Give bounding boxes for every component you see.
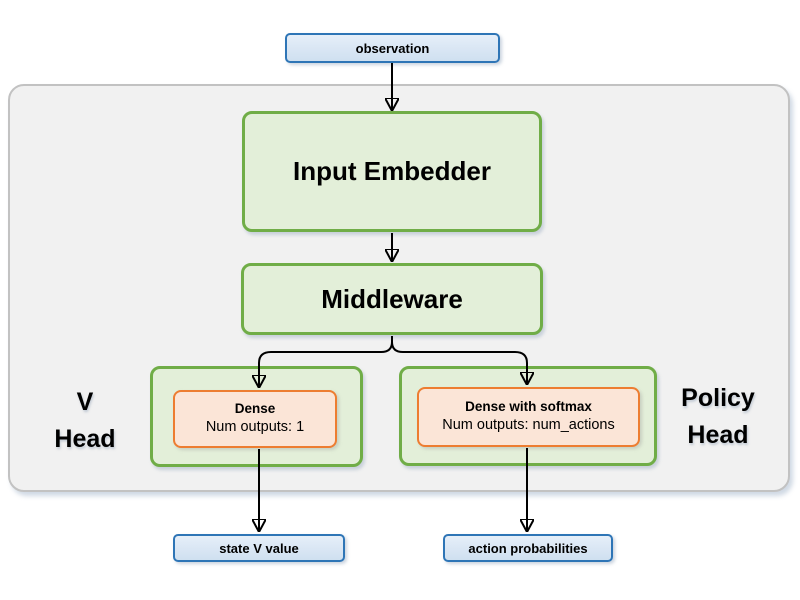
policy-dense-outputs: Num outputs: num_actions [442, 417, 615, 434]
policy-head-label: Policy Head [666, 380, 770, 454]
node-input-embedder: Input Embedder [242, 111, 542, 232]
policy-dense-title: Dense with softmax [465, 399, 592, 415]
v-head-label-line1: V [76, 388, 94, 416]
input-embedder-label: Input Embedder [293, 156, 491, 186]
node-policy-dense: Dense with softmax Num outputs: num_acti… [417, 387, 640, 447]
policy-head-label-line2: Head [687, 421, 749, 449]
middleware-label: Middleware [321, 283, 463, 314]
policy-head-label-line1: Policy [681, 384, 755, 412]
node-v-dense: Dense Num outputs: 1 [173, 390, 337, 448]
node-state-v-value: state V value [173, 534, 345, 562]
observation-label: observation [355, 40, 430, 56]
state-v-value-label: state V value [219, 540, 299, 556]
v-head-label: V Head [35, 384, 135, 458]
v-dense-outputs: Num outputs: 1 [205, 419, 305, 436]
v-head-label-line2: Head [54, 425, 116, 453]
node-observation: observation [285, 33, 500, 63]
node-middleware: Middleware [241, 263, 543, 335]
action-probabilities-label: action probabilities [468, 540, 588, 556]
v-dense-title: Dense [234, 401, 276, 417]
node-action-probabilities: action probabilities [443, 534, 613, 562]
